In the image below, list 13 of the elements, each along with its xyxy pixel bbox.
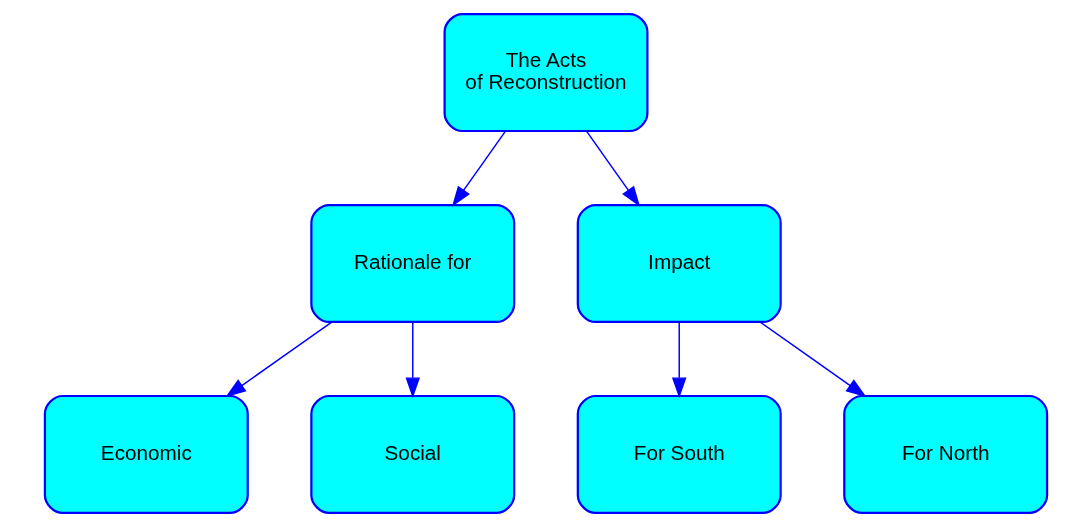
arrow	[585, 130, 641, 207]
arrow	[405, 321, 421, 399]
arrow	[759, 321, 867, 398]
arrow	[225, 321, 333, 398]
node-box: Rationale for	[310, 203, 516, 324]
arrow	[671, 321, 687, 399]
node-box: Social	[310, 394, 516, 515]
node-box: Economic	[43, 394, 249, 515]
node-box: Impact	[576, 203, 782, 324]
node-box: For South	[576, 394, 782, 515]
node-box: For North	[843, 394, 1049, 515]
arrow	[451, 130, 507, 207]
node-box: The Acts of Reconstruction	[443, 12, 649, 133]
